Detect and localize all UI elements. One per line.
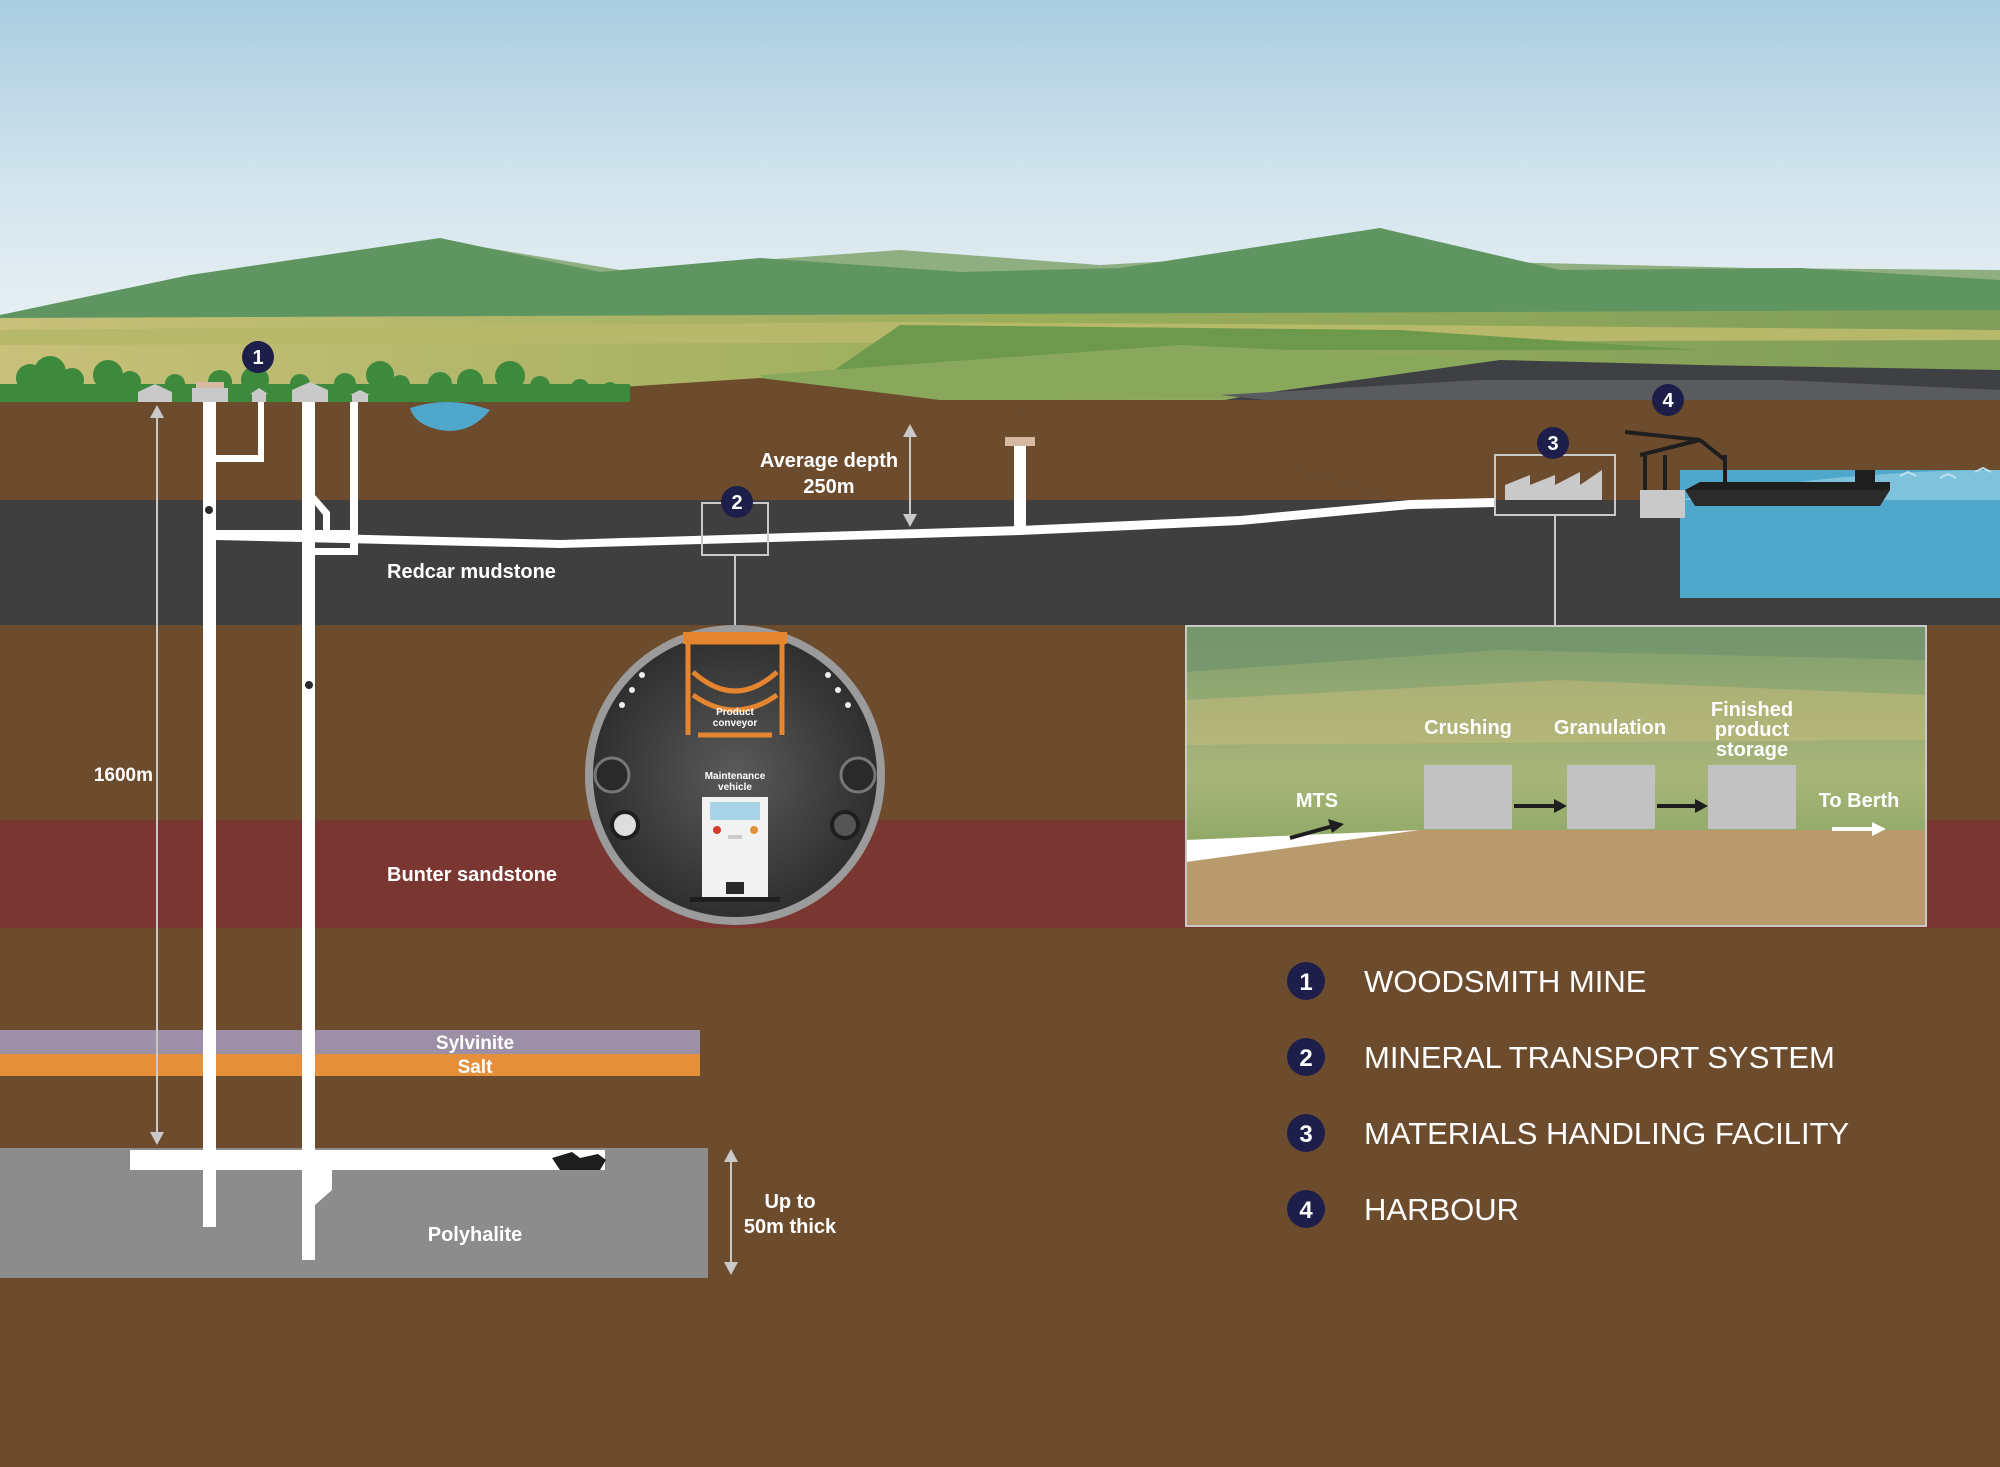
tunnel-cross-section: Product conveyor Maintenance vehicle [585,625,885,925]
cable-reel-icon-right [839,756,877,794]
factory-icon [1505,470,1602,500]
sylvinite-band [0,1030,700,1054]
hills-front [0,228,2000,330]
fan-icon-right [830,810,860,840]
maintenance-vehicle-label-1: Maintenance [705,771,766,782]
mine-shafts [130,402,605,1260]
cargo-ship-hull [1685,490,1890,506]
average-depth-label-1: Average depth [760,450,898,472]
cable-reel-icon-left [593,756,631,794]
storage-label-1: Finished [1711,699,1793,721]
svg-text:1: 1 [252,347,263,369]
legend-item: 4 HARBOUR [1287,1190,1519,1228]
legend-label: MINERAL TRANSPORT SYSTEM [1364,1040,1835,1075]
product-conveyor-label-2: conveyor [713,718,758,729]
mine-buildings [138,382,370,402]
svg-text:4: 4 [1299,1197,1313,1224]
to-berth-label: To Berth [1819,790,1900,812]
intermediate-shaft-head [1005,437,1035,446]
crushing-label: Crushing [1424,717,1512,739]
marker-1: 1 [242,341,274,373]
storage-label-2: product [1715,719,1790,741]
svg-text:3: 3 [1547,433,1558,455]
redcar-mudstone-label: Redcar mudstone [387,561,556,583]
pond [410,401,490,431]
cargo-ship [1685,470,1890,490]
mts-label: MTS [1296,790,1338,812]
depth-1600m-arrow [150,405,164,1145]
harbour-crane-icon [1624,430,1727,490]
fan-icon-left [610,810,640,840]
fields-strip-2 [820,325,1700,380]
crushing-box [1424,765,1512,829]
maintenance-vehicle-label-2: vehicle [718,782,752,793]
harbour-quay [1640,490,1685,518]
thickness-label-2: 50m thick [744,1216,837,1238]
storage-box [1708,765,1796,829]
shaft-skip-2 [305,681,313,689]
polyhalite-thickness-arrow [724,1149,738,1275]
intermediate-shaft [1014,440,1026,530]
product-conveyor-label-1: Product [716,707,754,718]
redcar-mudstone-layer [0,500,2000,625]
marker-3: 3 [1537,427,1569,459]
svg-text:2: 2 [1299,1045,1312,1072]
svg-text:3: 3 [1299,1121,1312,1148]
average-depth-label-2: 250m [803,476,854,498]
polyhalite-label: Polyhalite [428,1224,522,1246]
legend-item: 3 MATERIALS HANDLING FACILITY [1287,1114,1849,1152]
mts-tunnel [216,498,1495,548]
maintenance-vehicle-icon [690,797,780,902]
thickness-label-1: Up to [764,1191,815,1213]
legend-label: HARBOUR [1364,1192,1519,1227]
process-inset [1185,625,1927,927]
mts-arrow [1289,824,1334,840]
legend-item: 2 MINERAL TRANSPORT SYSTEM [1287,1038,1835,1076]
continuous-miner-icon [552,1152,606,1170]
svg-text:2: 2 [731,492,742,514]
legend-item: 1 WOODSMITH MINE [1287,962,1646,1000]
salt-band [0,1054,700,1076]
storage-label-3: storage [1716,739,1788,761]
legend-label: MATERIALS HANDLING FACILITY [1364,1116,1849,1151]
legend: 1 WOODSMITH MINE 2 MINERAL TRANSPORT SYS… [1287,962,1849,1228]
wall-lights [619,672,851,708]
sylvinite-label: Sylvinite [436,1033,514,1054]
shaft-depth-label: 1600m [94,765,153,786]
granulation-box [1567,765,1655,829]
svg-text:4: 4 [1662,390,1674,412]
svg-text:1: 1 [1299,969,1312,996]
marker-2: 2 [721,486,753,518]
salt-label: Salt [458,1057,494,1078]
granulation-label: Granulation [1554,717,1666,739]
bunter-sandstone-label: Bunter sandstone [387,864,557,886]
shaft-skip-1 [205,506,213,514]
average-depth-arrow [903,424,917,527]
legend-label: WOODSMITH MINE [1364,964,1646,999]
marker-4: 4 [1652,384,1684,416]
